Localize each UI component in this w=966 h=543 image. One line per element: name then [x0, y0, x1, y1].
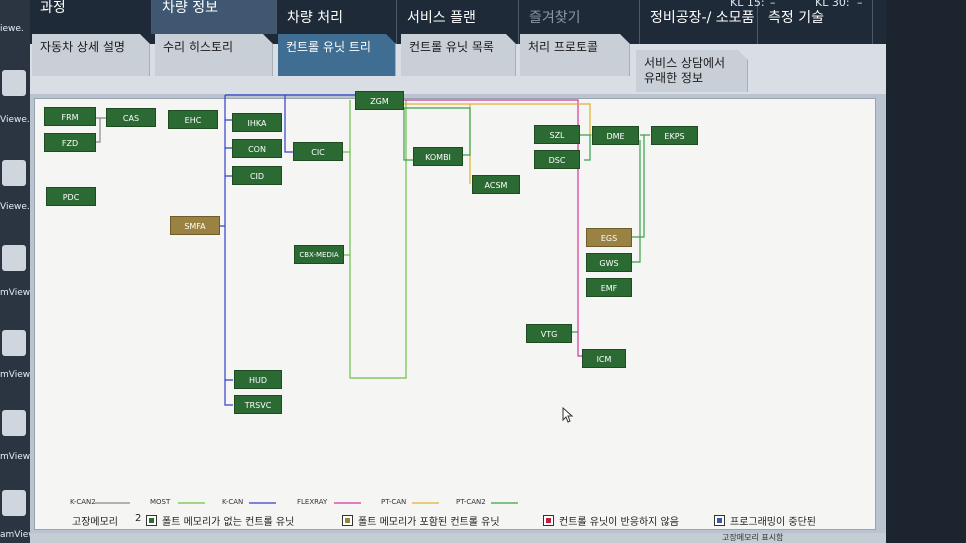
- legend-ptcan2: PT-CAN2: [456, 498, 486, 506]
- legend-kcan2: K-CAN2: [70, 498, 96, 506]
- nav-workshop-consumables[interactable]: 정비공장-/ 소모품: [640, 0, 758, 44]
- desktop-app-icon[interactable]: [2, 330, 26, 356]
- status-fault-text: 폴트 메모리가 포함된 컨트롤 유닛: [358, 517, 500, 528]
- legend-flexray: FLEXRAY: [297, 498, 328, 506]
- desktop-app-icon[interactable]: [2, 245, 26, 271]
- status-ok-text: 폴트 메모리가 없는 컨트롤 유닛: [162, 517, 295, 528]
- kl30-label: KL 30:: [815, 0, 850, 9]
- ecu-kombi[interactable]: KOMBI: [413, 147, 463, 166]
- ecu-smfa[interactable]: SMFA: [170, 216, 220, 235]
- ecu-acsm[interactable]: ACSM: [472, 175, 520, 194]
- ecu-cid[interactable]: CID: [232, 166, 282, 185]
- ecu-trsvc[interactable]: TRSVC: [234, 395, 282, 414]
- ecu-szl[interactable]: SZL: [534, 125, 580, 144]
- ecu-frm[interactable]: FRM: [44, 107, 96, 126]
- status-programming-icon: [714, 515, 725, 526]
- legend-kcan: K-CAN: [222, 498, 244, 506]
- tab-control-unit-tree[interactable]: 컨트롤 유닛 트리: [278, 34, 396, 76]
- desktop-icon-label[interactable]: Viewe.: [0, 115, 30, 125]
- status-fault-icon: [342, 515, 353, 526]
- nav-vehicle-processing[interactable]: 차량 처리: [277, 0, 397, 44]
- ecu-emf[interactable]: EMF: [586, 278, 632, 297]
- kl15-value: –: [770, 0, 776, 9]
- status-ok-icon: [146, 515, 157, 526]
- tab-repair-history[interactable]: 수리 히스토리: [155, 34, 273, 76]
- nav-favorites[interactable]: 즐겨찾기: [519, 0, 640, 44]
- desktop-app-icon[interactable]: [2, 410, 26, 436]
- status-noresponse-icon: [543, 515, 554, 526]
- tab-control-unit-list[interactable]: 컨트롤 유닛 목록: [401, 34, 516, 76]
- ecu-cbx-media[interactable]: CBX-MEDIA: [294, 245, 344, 264]
- tab-processing-protocol[interactable]: 처리 프로토콜: [520, 34, 630, 76]
- desktop-icon-label[interactable]: Viewe.: [0, 202, 30, 212]
- show-fault-memory-button[interactable]: 고장메모리 표시함: [722, 533, 784, 542]
- legend-ptcan: PT-CAN: [381, 498, 407, 506]
- ecu-zgm[interactable]: ZGM: [355, 91, 404, 110]
- kl15-label: KL 15:: [730, 0, 765, 9]
- bottom-bar: [30, 533, 886, 543]
- legend-most: MOST: [150, 498, 171, 506]
- nav-service-plan[interactable]: 서비스 플랜: [397, 0, 519, 44]
- status-noresponse-text: 컨트롤 유닛이 반응하지 않음: [559, 517, 679, 528]
- nav-vehicle-info[interactable]: 차량 정보: [152, 0, 277, 34]
- mouse-cursor-icon: [562, 407, 574, 423]
- desktop-app-icon[interactable]: [2, 160, 26, 186]
- desktop-icon-label[interactable]: mViewe.: [0, 370, 34, 380]
- desktop-icon-label[interactable]: mViewe.: [0, 452, 34, 462]
- ecu-vtg[interactable]: VTG: [526, 324, 572, 343]
- ecu-cas[interactable]: CAS: [106, 108, 156, 127]
- ecu-pdc[interactable]: PDC: [46, 187, 96, 206]
- fault-memory-label: 고장메모리: [72, 517, 118, 528]
- ecu-dsc[interactable]: DSC: [534, 150, 580, 169]
- ecu-cic[interactable]: CIC: [293, 142, 343, 161]
- nav-measurement[interactable]: 측정 기술: [758, 0, 873, 44]
- tab-service-consultation[interactable]: 서비스 상담에서 유래한 정보: [636, 50, 748, 92]
- ecu-dme[interactable]: DME: [592, 126, 639, 145]
- ecu-egs[interactable]: EGS: [586, 228, 632, 247]
- tab-vehicle-details[interactable]: 자동차 상세 설명: [32, 34, 150, 76]
- desktop-icon-label[interactable]: amViewe.: [0, 530, 34, 540]
- ecu-fzd[interactable]: FZD: [44, 133, 96, 152]
- ecu-ihka[interactable]: IHKA: [232, 113, 282, 132]
- desktop-icon-label[interactable]: mViewe.: [0, 288, 34, 298]
- desktop-app-icon[interactable]: [2, 70, 26, 96]
- control-unit-tree-canvas: [34, 98, 876, 530]
- ecu-gws[interactable]: GWS: [586, 253, 632, 272]
- kl30-value: –: [857, 0, 863, 9]
- fault-memory-count: 2: [135, 513, 142, 524]
- ecu-ekps[interactable]: EKPS: [651, 126, 698, 145]
- desktop-app-icon[interactable]: [2, 490, 26, 516]
- status-programming-text: 프로그래밍이 중단된: [730, 517, 816, 528]
- ecu-icm[interactable]: ICM: [582, 349, 626, 368]
- nav-process[interactable]: 과정: [30, 0, 152, 34]
- desktop-icon-label[interactable]: iewe.: [0, 24, 24, 34]
- ecu-con[interactable]: CON: [232, 139, 282, 158]
- ecu-hud[interactable]: HUD: [234, 370, 282, 389]
- ecu-ehc[interactable]: EHC: [168, 110, 218, 129]
